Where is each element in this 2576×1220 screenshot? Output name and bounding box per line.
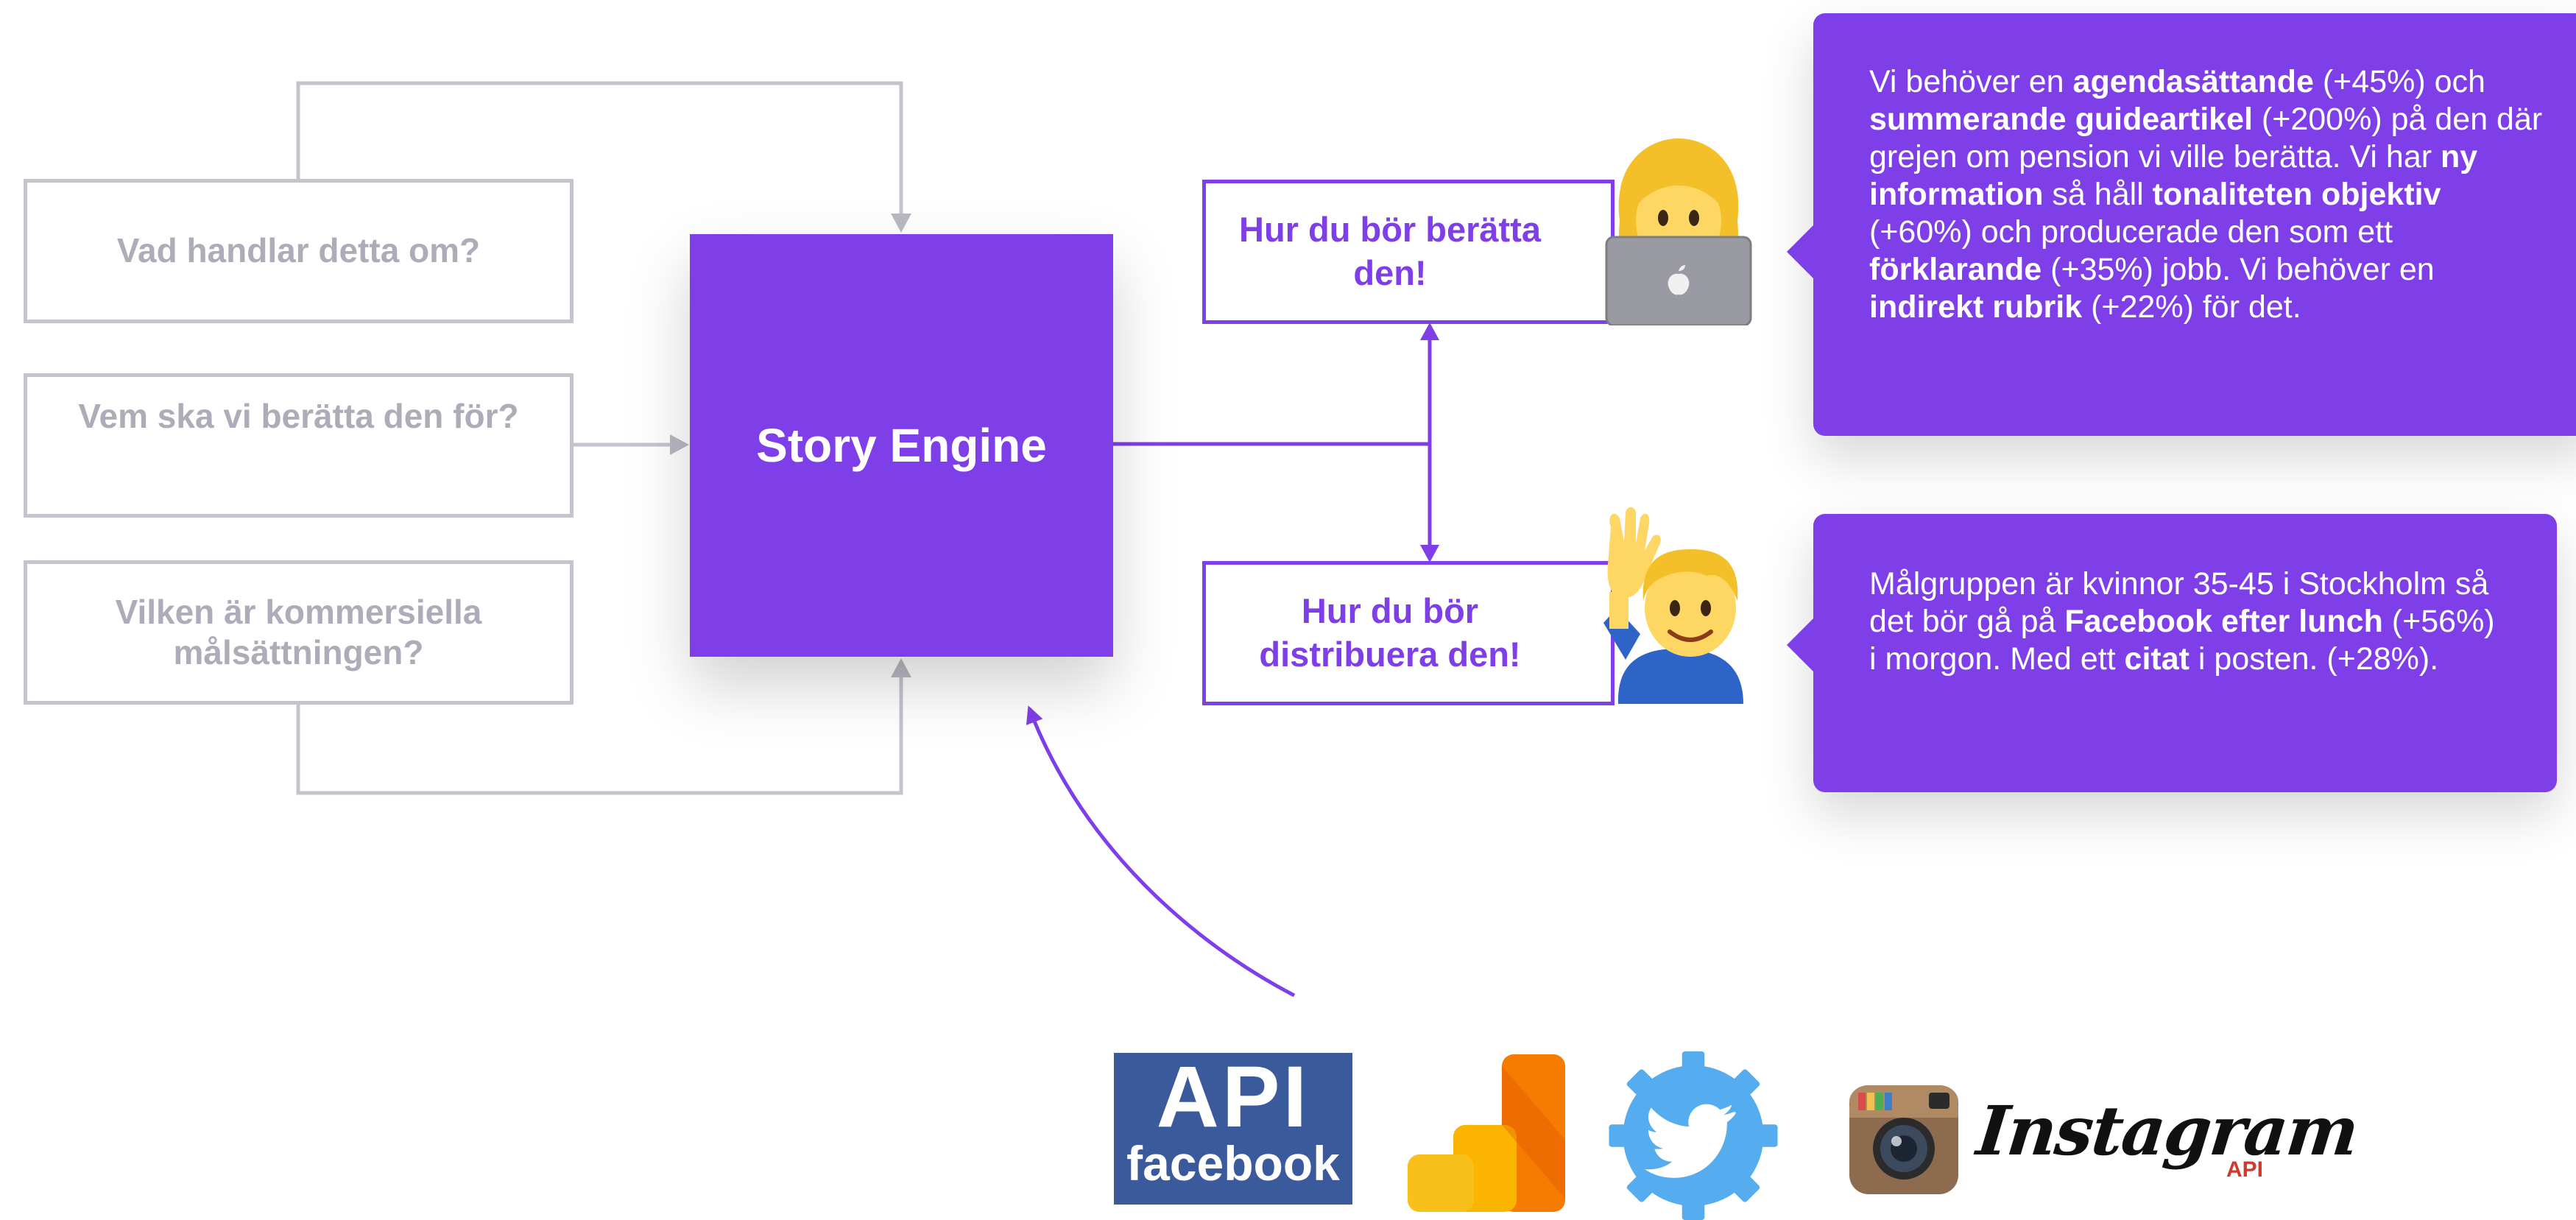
output-box-how-to-tell: Hur du bör berätta den! (1202, 180, 1615, 324)
output-tell-line-1: Hur du bör berätta (1239, 210, 1541, 250)
question-topic-text: Vad handlar detta om? (116, 231, 481, 270)
story-engine-box: Story Engine (690, 234, 1113, 657)
card-highlight-text: tonaliteten objektiv (2152, 177, 2441, 212)
bottom-loop-line (296, 673, 903, 795)
card-text-segment: så håll (2043, 177, 2153, 212)
top-loop-line (296, 81, 903, 218)
card-text-segment: (+35%) jobb. Vi behöver en (2042, 252, 2435, 287)
question-box-topic: Vad handlar detta om? (24, 179, 574, 323)
card-highlight-text: citat (2124, 641, 2189, 677)
card-text-segment: (+45%) och (2313, 64, 2485, 99)
output-distribute-line-1: Hur du bör (1301, 591, 1479, 631)
question-goal-line-1: Vilken är kommersiella (115, 592, 482, 631)
twitter-gear-icon (1609, 1051, 1778, 1220)
card-text-segment: Vi behöver en (1869, 64, 2073, 99)
output-distribute-line-2: distribuera den! (1259, 635, 1521, 674)
woman-technologist-emoji (1605, 138, 1752, 325)
card-highlight-text: indirekt rubrik (1869, 289, 2083, 325)
card-text-segment: Målgruppen är kvinnor 35-45 i Stockholm … (1869, 566, 2489, 639)
google-analytics-icon (1408, 1054, 1565, 1212)
card-pointer (1787, 224, 1815, 280)
question-box-audience: Vem ska vi berätta den för? (24, 373, 574, 518)
instagram-api-label: API (2226, 1157, 2264, 1182)
card-highlight-text: ny information (1869, 139, 2478, 212)
card-highlight-text: agendasättande (2072, 64, 2314, 99)
facebook-api-label: API (1156, 1048, 1310, 1146)
card-text-segment: (+56%) i morgon. Med ett (1869, 604, 2495, 677)
facebook-name-label: facebook (1126, 1136, 1340, 1191)
card-text-segment: (+200%) på den där grejen om pension vi … (1869, 102, 2543, 174)
card-highlight-text: summerande guideartikel (1869, 102, 2253, 137)
card-text-segment: (+60%) och producerade den som ett (1869, 214, 2393, 250)
man-raising-hand-emoji (1603, 507, 1743, 704)
bottom-loop-arrowhead (891, 658, 911, 677)
middle-arrowhead (670, 434, 689, 455)
story-engine-label: Story Engine (756, 419, 1047, 472)
output-tell-line-2: den! (1353, 253, 1427, 292)
card-text-segment: i posten. (+28%). (2189, 641, 2439, 677)
output-box-how-to-distribute: Hur du bör distribuera den! (1202, 561, 1615, 705)
distribution-recommendation-text: Målgruppen är kvinnor 35-45 i Stockholm … (1869, 565, 2502, 678)
card-text-segment: (+22%) för det. (2082, 289, 2301, 325)
question-goal-line-2: målsättningen? (173, 633, 424, 671)
card-highlight-text: förklarande (1869, 252, 2042, 287)
instagram-wordmark: Instagram (1973, 1091, 2362, 1171)
output-down-arrowhead (1420, 545, 1439, 563)
distribution-recommendation-card: Målgruppen är kvinnor 35-45 i Stockholm … (1787, 514, 2557, 792)
question-box-commercial-goal: Vilken är kommersiella målsättningen? (24, 560, 574, 705)
question-audience-text: Vem ska vi berätta den för? (78, 397, 519, 435)
facebook-api-logo: API facebook (1114, 1048, 1352, 1205)
instagram-camera-icon (1849, 1085, 1958, 1194)
card-highlight-text: Facebook efter lunch (2064, 604, 2383, 639)
storytelling-recommendation-card: Vi behöver en agendasättande (+45%) och … (1787, 13, 2576, 436)
sources-to-engine-arrow (1026, 705, 1296, 998)
storytelling-recommendation-text: Vi behöver en agendasättande (+45%) och … (1869, 63, 2547, 326)
top-loop-arrowhead (891, 214, 911, 233)
output-up-arrowhead (1420, 322, 1439, 340)
card-pointer (1787, 617, 1815, 673)
